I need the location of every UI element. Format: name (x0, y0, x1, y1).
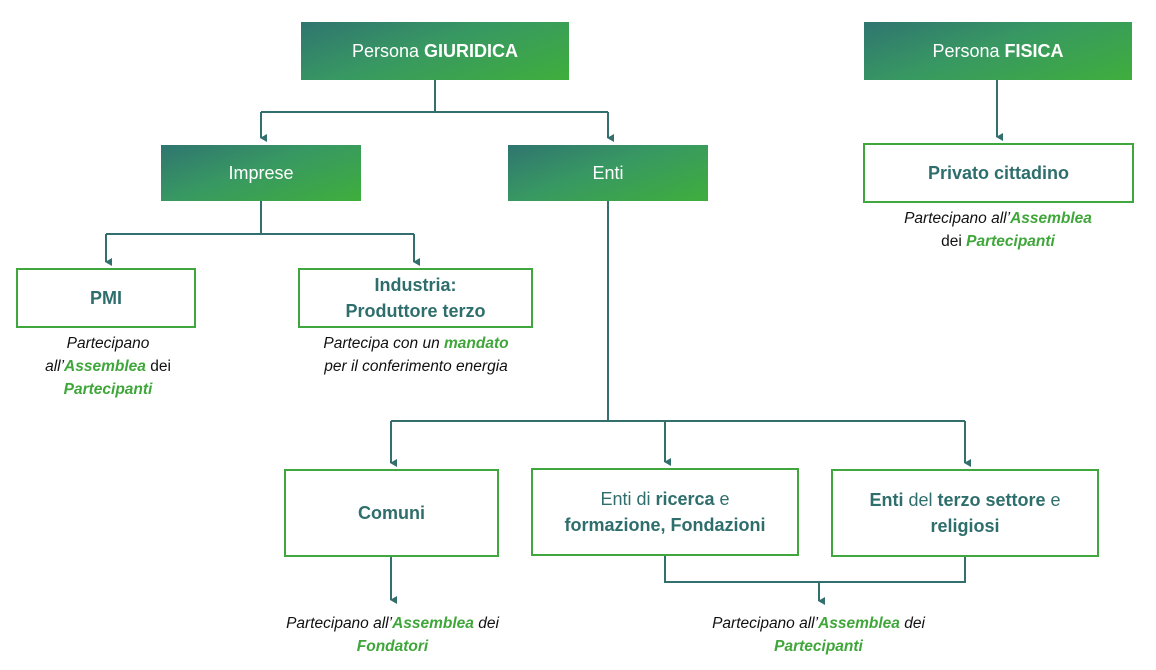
node-text: e (1045, 490, 1061, 510)
note-highlight: Assemblea (818, 615, 900, 632)
node-fisica-prefix: Persona (932, 40, 1005, 61)
connector-enti-merge (664, 555, 966, 583)
note-comuni: Partecipano all’Assemblea dei Fondatori (250, 612, 535, 658)
note-text: Partecipano all’ (286, 615, 393, 632)
node-comuni-label: Comuni (358, 503, 425, 523)
note-highlight: Partecipanti (966, 233, 1055, 250)
node-pmi-label: PMI (89, 288, 122, 308)
note-text: per il conferimento energia (324, 358, 508, 375)
node-industria-line2: Produttore terzo (345, 301, 486, 321)
note-text: dei (941, 233, 967, 250)
note-industria: Partecipa con un mandato per il conferim… (290, 332, 542, 378)
node-enti: Enti (508, 145, 708, 201)
node-fisica-strong: FISICA (1004, 40, 1064, 61)
node-text-bold: terzo settore (937, 490, 1046, 510)
connector-imprese-split (106, 201, 414, 235)
note-text: dei (473, 615, 499, 632)
note-text: Partecipano all’ (904, 210, 1011, 227)
note-highlight: Fondatori (356, 638, 429, 655)
note-enti-group: Partecipano all’Assemblea dei Partecipan… (676, 612, 961, 658)
node-privato-label: Privato cittadino (927, 163, 1070, 183)
note-highlight: Partecipanti (63, 381, 153, 398)
node-text-bold: Enti (869, 490, 904, 510)
note-text: Partecipa con un (323, 335, 445, 352)
node-enti-label: Enti (592, 162, 624, 183)
node-text-bold: formazione, Fondazioni (564, 515, 766, 535)
node-imprese: Imprese (161, 145, 361, 201)
connector-giuridica-split (261, 80, 608, 113)
note-highlight: Assemblea (64, 358, 146, 375)
note-text: dei (899, 615, 925, 632)
note-highlight: Partecipanti (774, 638, 863, 655)
note-text: all’ (45, 358, 65, 375)
node-comuni: Comuni (284, 469, 499, 557)
note-text: Partecipano all’ (712, 615, 819, 632)
node-industria-line1: Industria: (374, 275, 457, 295)
note-highlight: Assemblea (392, 615, 474, 632)
node-text-bold: ricerca (655, 489, 715, 509)
node-text-bold: religiosi (930, 516, 1000, 536)
node-pmi: PMI (16, 268, 196, 328)
note-text: dei (145, 358, 171, 375)
node-giuridica-prefix: Persona (351, 40, 425, 61)
node-text: del (903, 490, 938, 510)
node-persona-giuridica: Persona GIURIDICA (301, 22, 569, 80)
note-privato: Partecipano all’Assemblea dei Partecipan… (860, 207, 1136, 253)
node-privato-cittadino: Privato cittadino (863, 143, 1134, 203)
node-enti-ricerca: Enti di ricerca e formazione, Fondazioni (531, 468, 799, 556)
note-pmi: Partecipano all’Assemblea dei Partecipan… (10, 332, 206, 401)
node-industria: Industria: Produttore terzo (298, 268, 533, 328)
node-text: Enti di (600, 489, 656, 509)
node-imprese-label: Imprese (228, 162, 294, 183)
note-highlight: Assemblea (1010, 210, 1092, 227)
node-enti-terzo-settore: Enti del terzo settore e religiosi (831, 469, 1099, 557)
node-giuridica-strong: GIURIDICA (424, 40, 519, 61)
node-persona-fisica: Persona FISICA (864, 22, 1132, 80)
note-text: Partecipano (66, 335, 150, 352)
connector-enti-split (391, 201, 965, 422)
node-text: e (714, 489, 730, 509)
note-highlight: mandato (444, 335, 509, 352)
